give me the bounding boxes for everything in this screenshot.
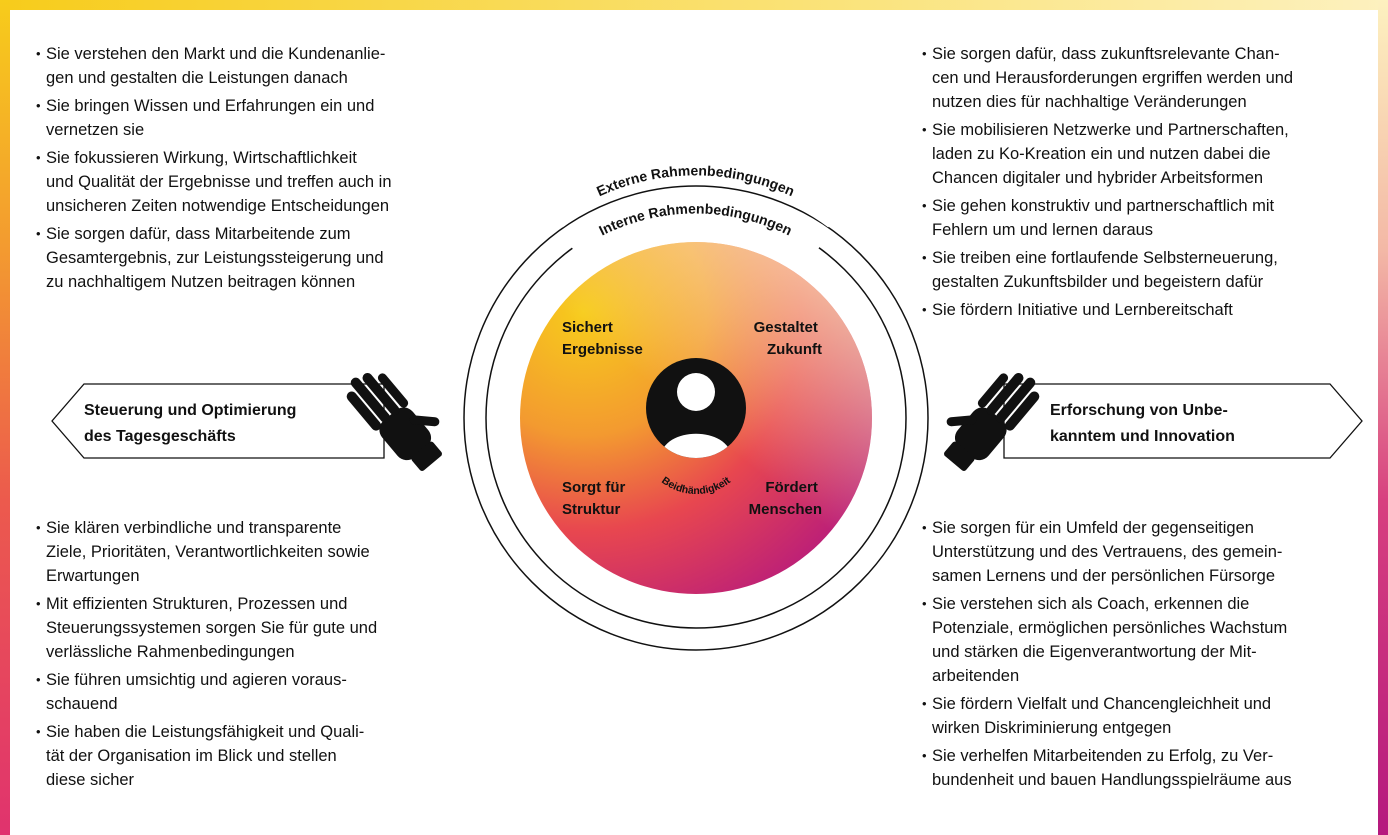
list-item-line: diese sicher [46, 771, 135, 789]
list-item: Sie sorgen dafür, dass zukunftsrelevante… [922, 42, 1362, 114]
list-item-line: Sie sorgen dafür, dass zukunftsrelevante… [932, 45, 1280, 63]
list-item-line: Sie verstehen den Markt und die Kundenan… [46, 45, 386, 63]
list-item-line: bundenheit und bauen Handlungsspielräume… [932, 771, 1292, 789]
list-item: Sie verstehen den Markt und die Kundenan… [36, 42, 476, 90]
list-item-line: Sie haben die Leistungsfähigkeit und Qua… [46, 723, 365, 741]
list-item-line: Sie fokussieren Wirkung, Wirtschaftlichk… [46, 149, 357, 167]
list-item-line: und Qualität der Ergebnisse und treffen … [46, 173, 392, 191]
list-item-line: unsicheren Zeiten notwendige Entscheidun… [46, 197, 390, 215]
list-item-line: samen Lernens und der persönlichen Fürso… [932, 567, 1276, 585]
list-item-line: Erwartungen [46, 567, 140, 585]
list-item-line: Sie verstehen sich als Coach, erkennen d… [932, 595, 1250, 613]
quadrant-top-left: Sichert Ergebnisse [562, 319, 643, 358]
list-item-line: Sie fördern Initiative und Lernbereitsch… [932, 301, 1233, 319]
list-item-line: arbeitenden [932, 667, 1020, 685]
list-item-line: zu nachhaltigem Nutzen beitragen können [46, 273, 356, 291]
list-item: Sie fördern Initiative und Lernbereitsch… [922, 298, 1362, 322]
list-item: Sie klären verbindliche und transparente… [36, 516, 456, 588]
list-item-line: Sie gehen konstruktiv und partnerschaftl… [932, 197, 1275, 215]
list-item: Sie sorgen dafür, dass Mitarbeitende zum… [36, 222, 476, 294]
list-item-line: Sie mobilisieren Netzwerke und Partnersc… [932, 121, 1289, 139]
quadrant-top-right: Gestaltet Zukunft [754, 319, 822, 358]
right-arrow-box: Erforschung von Unbe- kanntem und Innova… [1003, 383, 1363, 459]
list-item-line: Sie sorgen dafür, dass Mitarbeitende zum [46, 225, 351, 243]
left-arrow-label: Steuerung und Optimierung des Tagesgesch… [84, 402, 301, 445]
list-item-line: schauend [46, 695, 118, 713]
list-item: Sie sorgen für ein Umfeld der gegenseiti… [922, 516, 1362, 588]
outer-ring [463, 185, 929, 651]
list-item-line: tät der Organisation im Blick und stelle… [46, 747, 337, 765]
right-arrow-label: Erforschung von Unbe- kanntem und Innova… [1050, 402, 1235, 445]
gradient-frame-top [0, 0, 1388, 10]
gradient-frame-left [0, 0, 10, 835]
list-item-line: Potenziale, ermöglichen persönliches Wac… [932, 619, 1288, 637]
waving-hand-icon [944, 373, 1040, 471]
list-item: Sie verhelfen Mitarbeitenden zu Erfolg, … [922, 744, 1362, 792]
list-item: Sie fokussieren Wirkung, Wirtschaftlichk… [36, 146, 476, 218]
list-item-line: laden zu Ko-Kreation ein und nutzen dabe… [932, 145, 1271, 163]
list-item-line: vernetzen sie [46, 121, 145, 139]
list-item-line: Unterstützung und des Vertrauens, des ge… [932, 543, 1283, 561]
list-item-line: Sie sorgen für ein Umfeld der gegenseiti… [932, 519, 1254, 537]
list-item-line: Sie treiben eine fortlaufende Selbsterne… [932, 249, 1278, 267]
list-item-line: Sie verhelfen Mitarbeitenden zu Erfolg, … [932, 747, 1274, 765]
list-item-line: Sie führen umsichtig und agieren voraus- [46, 671, 347, 689]
list-top-left: Sie verstehen den Markt und die Kundenan… [36, 42, 476, 298]
list-item-line: Mit effizienten Strukturen, Prozessen un… [46, 595, 348, 613]
list-bottom-right: Sie sorgen für ein Umfeld der gegenseiti… [922, 516, 1362, 796]
list-item-line: Sie bringen Wissen und Erfahrungen ein u… [46, 97, 375, 115]
list-item: Mit effizienten Strukturen, Prozessen un… [36, 592, 456, 664]
list-top-right: Sie sorgen dafür, dass zukunftsrelevante… [922, 42, 1362, 326]
list-item-line: und stärken die Eigenverantwortung der M… [932, 643, 1257, 661]
list-item-line: Gesamtergebnis, zur Leistungssteigerung … [46, 249, 384, 267]
list-item: Sie fördern Vielfalt und Chancengleichhe… [922, 692, 1362, 740]
list-item-line: Steuerungssystemen sorgen Sie für gute u… [46, 619, 378, 637]
list-item-line: Ziele, Prioritäten, Verantwortlichkeiten… [46, 543, 370, 561]
waving-hand-icon [346, 373, 442, 471]
list-item-line: wirken Diskriminierung entgegen [932, 719, 1172, 737]
list-item-line: Fehlern um und lernen daraus [932, 221, 1154, 239]
list-item: Sie bringen Wissen und Erfahrungen ein u… [36, 94, 476, 142]
list-item-line: gen und gestalten die Leistungen danach [46, 69, 348, 87]
list-item: Sie haben die Leistungsfähigkeit und Qua… [36, 720, 456, 792]
list-item-line: cen und Herausforderungen ergriffen werd… [932, 69, 1294, 87]
quadrant-bottom-right: Fördert Menschen [749, 479, 822, 518]
list-bottom-left: Sie klären verbindliche und transparente… [36, 516, 456, 796]
list-item: Sie gehen konstruktiv und partnerschaftl… [922, 194, 1362, 242]
list-item: Sie verstehen sich als Coach, erkennen d… [922, 592, 1362, 688]
gradient-frame-right [1378, 0, 1388, 835]
person-avatar-icon [646, 358, 746, 458]
list-item-line: gestalten Zukunftsbilder und begeistern … [932, 273, 1264, 291]
list-item: Sie treiben eine fortlaufende Selbsterne… [922, 246, 1362, 294]
list-item: Sie mobilisieren Netzwerke und Partnersc… [922, 118, 1362, 190]
list-item-line: nutzen dies für nachhaltige Veränderunge… [932, 93, 1247, 111]
list-item-line: verlässliche Rahmenbedingungen [46, 643, 295, 661]
list-item-line: Sie klären verbindliche und transparente [46, 519, 342, 537]
left-arrow-box: Steuerung und Optimierung des Tagesgesch… [51, 383, 385, 459]
list-item-line: Chancen digitaler und hybrider Arbeitsfo… [932, 169, 1264, 187]
quadrant-bottom-left: Sorgt für Struktur [562, 479, 630, 518]
list-item: Sie führen umsichtig und agieren voraus-… [36, 668, 456, 716]
list-item-line: Sie fördern Vielfalt und Chancengleichhe… [932, 695, 1272, 713]
